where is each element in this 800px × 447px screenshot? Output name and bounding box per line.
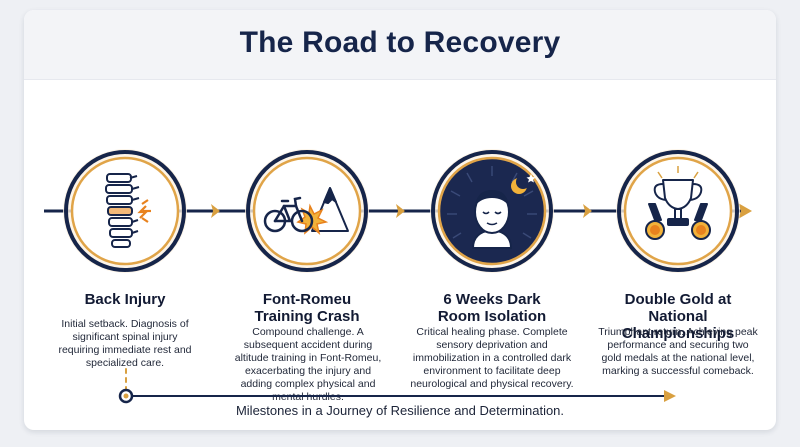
stage-3-circle (430, 149, 554, 273)
trophy-medals-icon (645, 179, 711, 240)
page-title: The Road to Recovery (239, 26, 561, 59)
sparkle-rays-icon (657, 166, 699, 179)
stage-1-title: Back Injury (84, 291, 166, 308)
stage-4-description: Triumphant return. Achieving peak perfor… (598, 326, 758, 377)
spine-icon (105, 173, 140, 248)
crescent-moon-icon (511, 174, 536, 194)
stage-4-circle (616, 149, 740, 273)
stage-2-circle (245, 149, 369, 273)
bicycle-crash-icon (263, 196, 314, 233)
timeline-arrow-1 (211, 204, 220, 218)
radiating-rays-icon (447, 166, 537, 239)
stage-2-title: Font-Romeu Training Crash (254, 291, 360, 325)
stage-2-description: Compound challenge. A subsequent acciden… (234, 326, 382, 403)
stage-3-title: 6 Weeks Dark Room Isolation (437, 291, 547, 325)
timeline-arrow-end (738, 203, 752, 219)
footer-tagline: Milestones in a Journey of Resilience an… (235, 403, 565, 418)
stage-4-title: Double Gold at National Championships (621, 291, 735, 342)
resting-face-moon-icon (471, 190, 513, 249)
timeline-arrow-2 (396, 204, 405, 218)
pain-burst-icon (137, 199, 151, 223)
header-band: The Road to Recovery (24, 10, 776, 80)
stage-1-circle (63, 149, 187, 273)
stage-1-description: Initial setback. Diagnosis of significan… (58, 318, 192, 369)
stage-3-description: Critical healing phase. Complete sensory… (410, 326, 574, 390)
timeline-arrow-3 (583, 204, 592, 218)
